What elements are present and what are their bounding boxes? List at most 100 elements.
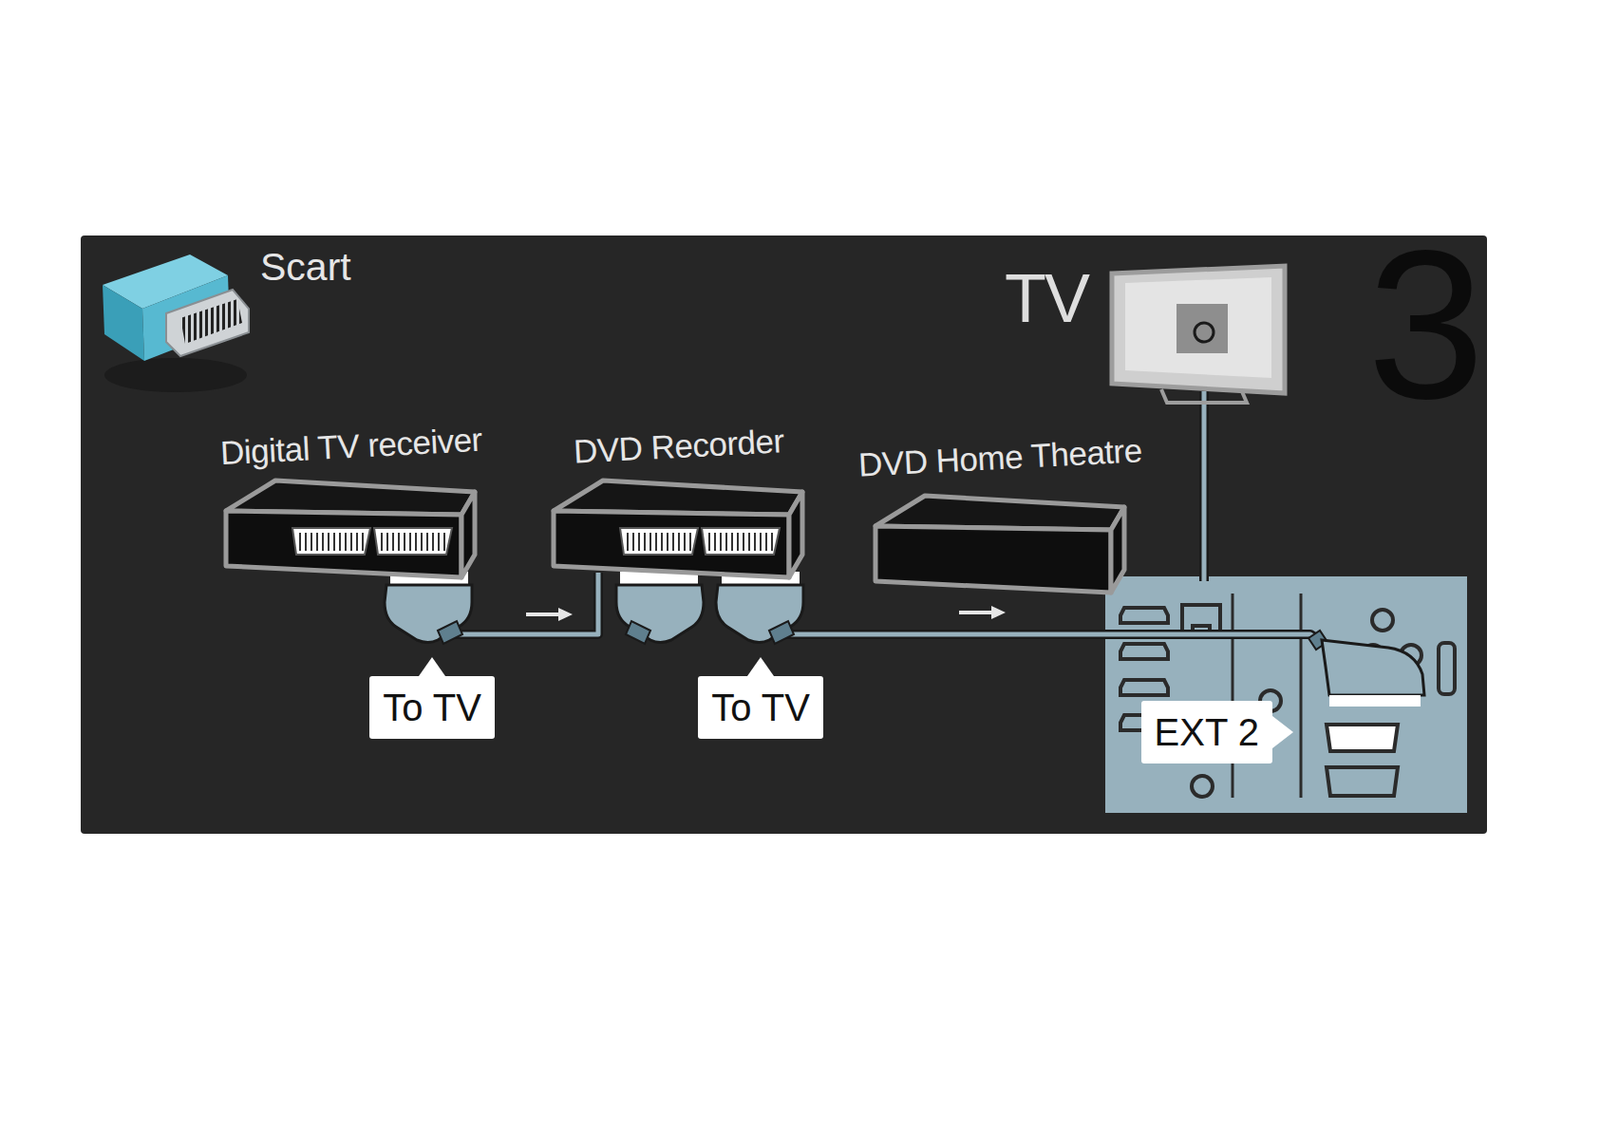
shape-line	[719, 532, 722, 551]
shape-path	[1120, 607, 1168, 623]
shape-circle	[1191, 775, 1213, 797]
shape-line	[321, 532, 324, 551]
shape-path	[760, 391, 1322, 642]
shape-path	[715, 584, 804, 643]
shape-line	[731, 532, 734, 551]
shape-ellipse	[104, 357, 247, 393]
shape-line	[626, 532, 629, 551]
shape-line	[299, 532, 302, 551]
shape-line	[714, 532, 716, 551]
device-box	[216, 470, 488, 584]
label-text: 3	[1367, 207, 1479, 443]
shape-polygon	[166, 289, 249, 357]
shape-line	[638, 532, 640, 551]
shape-polygon	[102, 254, 228, 309]
shape-line	[959, 610, 994, 615]
shape-line	[316, 532, 319, 551]
shape-path	[701, 527, 780, 555]
shape-line	[683, 532, 686, 551]
shape-line	[672, 532, 675, 551]
shape-line	[1299, 593, 1303, 798]
shape-path	[1192, 625, 1210, 634]
tv-connector-panel	[1105, 576, 1468, 813]
shape-polygon	[553, 510, 790, 578]
shape-line	[361, 532, 364, 551]
connector-type-label: Scart	[260, 244, 352, 289]
label-text: To TV	[382, 686, 482, 729]
shape-line	[397, 532, 400, 551]
shape-polygon	[875, 526, 1111, 593]
shape-path	[374, 527, 452, 555]
shape-path	[1308, 630, 1328, 650]
shape-circle	[1400, 675, 1422, 697]
device-label: DVD Home Theatre	[857, 431, 1143, 485]
scart-cable	[432, 572, 599, 635]
shape-path	[1326, 767, 1398, 796]
shape-polygon	[102, 284, 145, 361]
device-node: DVD Home Theatre	[865, 438, 1137, 584]
direction-arrow	[526, 605, 1006, 622]
shape-rect	[1329, 695, 1421, 707]
device-node: DVD Recorder	[544, 427, 815, 584]
callout-label: EXT 2	[1141, 700, 1273, 764]
shape-path	[1120, 643, 1168, 659]
shape-path	[625, 621, 651, 644]
shape-line	[356, 532, 358, 551]
shape-line	[689, 532, 692, 551]
shape-circle	[1194, 322, 1214, 342]
shape-polygon	[789, 491, 803, 578]
shape-line	[333, 532, 336, 551]
shape-line	[748, 532, 751, 551]
scart-plug	[715, 571, 804, 644]
shape-circle	[1372, 609, 1393, 631]
shape-line	[632, 532, 635, 551]
device-label: DVD Recorder	[572, 421, 785, 471]
callout-label: To TV	[369, 676, 495, 739]
shape-line	[765, 532, 768, 551]
shape-line	[736, 532, 739, 551]
shape-polygon	[225, 510, 462, 578]
shape-line	[380, 532, 383, 551]
shape-line	[526, 612, 561, 617]
shape-circle	[1400, 644, 1422, 666]
shape-path	[1120, 679, 1168, 696]
shape-line	[386, 532, 389, 551]
callout-label: To TV	[697, 676, 824, 739]
shape-line	[649, 532, 652, 551]
shape-line	[432, 532, 434, 551]
step-number: 3	[1367, 229, 1479, 420]
device-label: Digital TV receiver	[219, 420, 483, 472]
device-node: Digital TV receiver	[216, 427, 488, 584]
shape-line	[409, 532, 412, 551]
shape-path	[1125, 277, 1272, 378]
shape-rect	[1182, 604, 1221, 634]
shape-path	[1321, 640, 1425, 696]
scart-icon	[102, 254, 249, 393]
shape-polygon	[180, 299, 243, 344]
shape-line	[350, 532, 353, 551]
shape-line	[655, 532, 658, 551]
scart-plug	[1308, 630, 1425, 707]
tv-node: TV	[1004, 262, 1290, 405]
shape-line	[1231, 593, 1235, 798]
shape-line	[708, 532, 711, 551]
scart-cable	[760, 391, 1322, 642]
label-text: To TV	[711, 686, 810, 729]
shape-path	[1161, 389, 1247, 403]
shape-line	[426, 532, 429, 551]
tv-icon	[1104, 262, 1290, 405]
shape-line	[666, 532, 669, 551]
shape-path	[292, 527, 371, 555]
label-text: EXT 2	[1154, 711, 1260, 753]
shape-polygon	[1110, 507, 1125, 593]
shape-circle	[1362, 644, 1384, 666]
scart-plug	[384, 571, 472, 644]
shape-path	[760, 391, 1322, 642]
shape-line	[420, 532, 423, 551]
tv-label: TV	[1004, 263, 1089, 333]
shape-path	[620, 527, 698, 555]
shape-line	[437, 532, 440, 551]
shape-line	[392, 532, 395, 551]
shape-path	[769, 621, 794, 644]
shape-line	[725, 532, 728, 551]
